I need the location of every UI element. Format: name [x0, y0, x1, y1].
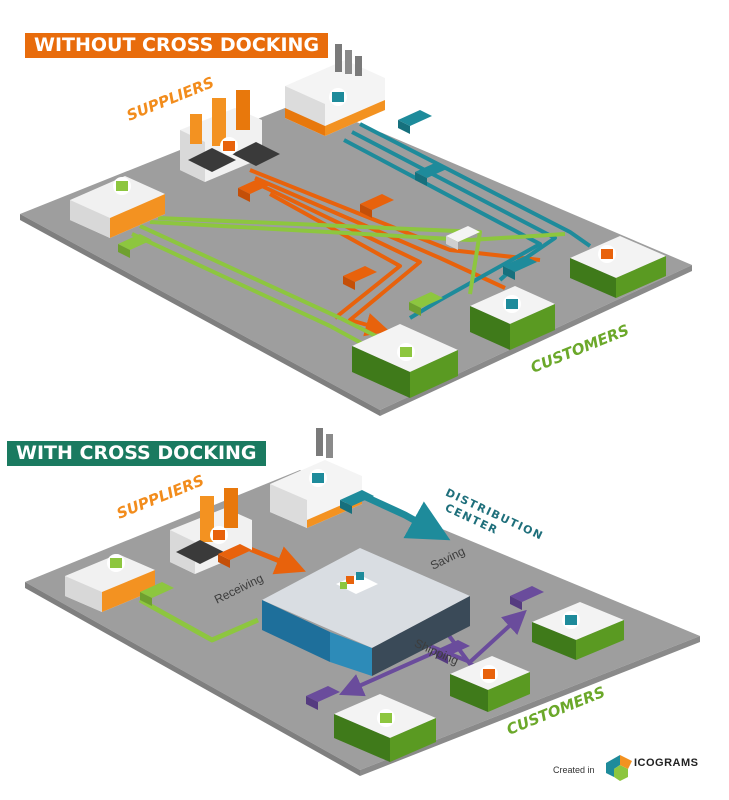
truck-icon [140, 582, 174, 606]
truck-icon [398, 110, 432, 134]
truck-icon [436, 640, 470, 664]
truck-icon [446, 226, 480, 250]
customer-building-1 [352, 324, 458, 398]
scene-without-cross-docking [20, 44, 692, 416]
truck-icon [415, 162, 449, 186]
truck-icon [306, 686, 340, 710]
route-green-receiving [138, 597, 259, 643]
truck-icon [118, 234, 152, 258]
supplier-factory-teal [285, 44, 385, 136]
truck-icon [510, 586, 544, 610]
customer-building-2 [470, 286, 555, 350]
truck-icon [218, 544, 252, 568]
banner-without-cross-docking: WITHOUT CROSS DOCKING [25, 33, 329, 58]
distribution-center [262, 548, 470, 676]
icograms-brand[interactable]: ICOGRAMS [634, 757, 699, 769]
truck-icon [343, 266, 377, 290]
truck-icon [238, 178, 272, 202]
created-in-text: Created in [553, 765, 595, 775]
truck-icon [503, 256, 537, 280]
supplier-warehouse-green [70, 176, 165, 238]
route-teal-receiving [353, 488, 451, 541]
truck-icon [360, 194, 394, 218]
customer-building-2 [450, 656, 530, 712]
truck-icon [340, 490, 374, 514]
supplier-warehouse-green [65, 554, 155, 612]
truck-icon [409, 292, 443, 316]
customer-building-3 [570, 236, 666, 298]
supplier-factory-orange [180, 90, 280, 182]
customer-building-3 [532, 602, 624, 660]
scene-with-cross-docking [25, 428, 700, 776]
icograms-logo-icon [606, 755, 632, 781]
customer-building-1 [334, 694, 436, 762]
banner-with-cross-docking: WITH CROSS DOCKING [7, 441, 266, 466]
